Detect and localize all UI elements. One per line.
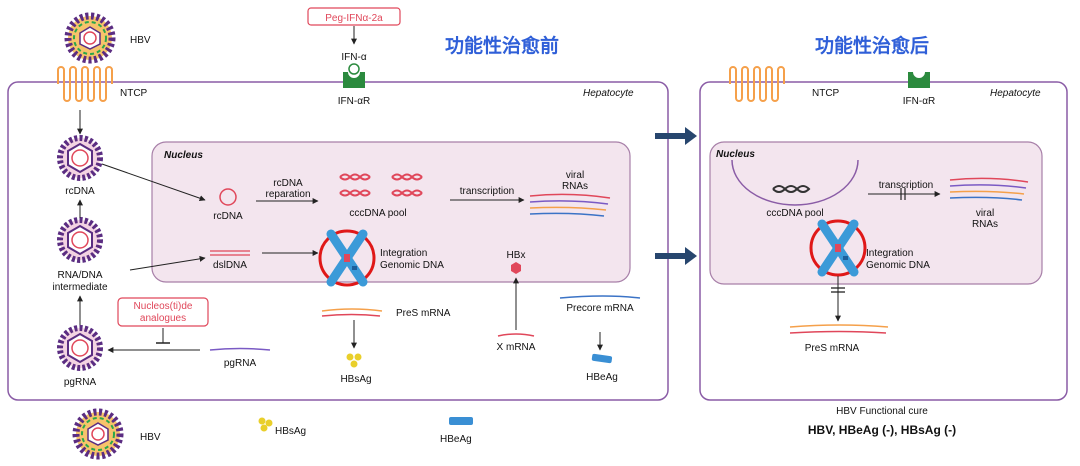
integration-left-1: Integration [380,248,427,259]
ntcp-left-icon [57,66,113,102]
x-mrna-icon [497,333,535,337]
ifn-alpha-label: IFN-α [341,52,366,63]
rcdna-nuc-label: rcDNA [213,211,243,222]
nuclear-envelope-arc [731,159,859,206]
pgrna-mid-icon [209,347,271,351]
nucleus-left-label: Nucleus [164,150,203,161]
cccdna-pool-left-label: cccDNA pool [349,208,406,219]
pgrna-mid-label: pgRNA [224,358,257,369]
x-mrna-label: X mRNA [497,342,536,353]
integration-right-1: Integration [866,248,913,259]
peg-ifn-label: Peg-IFNα-2a [325,13,383,24]
hbeag-left-label: HBeAg [586,372,618,383]
viral-rnas-left-1: viral [566,170,584,181]
rna-dna-label-1: RNA/DNA [57,270,102,281]
highlight-circle-right [809,219,867,277]
hepatocyte-right-label: Hepatocyte [990,88,1041,99]
nucleus-left [151,141,631,283]
hbx-label: HBx [507,250,526,261]
hepatocyte-right [699,81,1068,401]
hbv-virion-icon [68,16,112,60]
hbsag-bottom-label: HBsAg [275,426,306,437]
integration-right-2: Genomic DNA [866,260,930,271]
ntcp-right-label: NTCP [812,88,840,99]
transition-arrow-bottom [655,247,697,265]
hbv-bottom-label: HBV [140,432,161,443]
hbx-protein-icon [511,262,521,274]
rna-dna-virion-icon [60,220,100,260]
rcdna-rep-label-1: rcDNA [273,178,303,189]
viral-rnas-right-icon [949,177,1029,201]
pgrna-virion-icon [60,328,100,368]
viral-rnas-left-2: RNAs [562,181,588,192]
dsldna-icon [210,250,250,256]
peg-ifn-box [307,7,401,26]
hbeag-bottom-label: HBeAg [440,434,472,445]
rcdna-virion-icon [60,138,100,178]
ifn-receptor-right-label: IFN-αR [903,96,935,107]
arrow-intermediate-to-dsldna [129,255,206,271]
ntcp-left-label: NTCP [120,88,148,99]
heading-before: 功能性治愈前 [445,34,559,57]
status-label: HBV, HBeAg (-), HBsAg (-) [808,423,956,437]
cccdna-right-icon [772,185,811,193]
pgrna-cyto-label: pgRNA [64,377,97,388]
nucleus-right [709,141,1043,285]
hepatocyte-left-label: Hepatocyte [583,88,634,99]
pres-mrna-right-icon [789,324,889,328]
functional-cure-label: HBV Functional cure [836,406,928,417]
hbsag-left-icon [346,353,362,368]
hbsag-left-label: HBsAg [340,374,371,385]
ifn-ligand-icon [348,63,360,75]
pres-mrna-right-label: PreS mRNA [805,343,860,354]
pres-mrna-right-line2 [789,330,887,334]
rna-dna-label-2: intermediate [52,282,107,293]
pres-mrna-left-icon [321,308,383,312]
hbeag-left-icon [591,353,613,364]
precore-mrna-icon [559,295,641,299]
nucleus-right-label: Nucleus [716,149,755,160]
pres-mrna-left-label: PreS mRNA [396,308,451,319]
transition-arrow-top [655,127,697,145]
rcdna-rep-label-2: reparation [265,189,310,200]
arrow-rcdna-to-nucleus [101,163,206,202]
hbeag-bottom-icon [449,417,473,425]
transcription-left-label: transcription [460,186,514,197]
heading-after: 功能性治愈后 [815,34,929,57]
rcdna-circle-icon [219,188,237,206]
cccdna-pool-right-label: cccDNA pool [766,208,823,219]
integration-left-2: Genomic DNA [380,260,444,271]
rcdna-cyto-label: rcDNA [65,186,95,197]
ifn-receptor-left-icon [343,72,365,88]
highlight-circle-left [318,229,376,287]
cccdna-pool-icon [339,173,423,197]
ntcp-right-icon [729,66,785,102]
nucleos-label-1: Nucleos(ti)de [134,301,193,312]
precore-mrna-label: Precore mRNA [566,303,634,314]
viral-rnas-left-icon [529,193,611,217]
nucleos-label-2: analogues [140,313,186,324]
hepatocyte-left [7,81,669,401]
hbsag-bottom-icon [258,417,273,432]
ifn-receptor-left-label: IFN-αR [338,96,370,107]
dsldna-label: dslDNA [213,260,247,271]
viral-rnas-right-2: RNAs [972,219,998,230]
hbv-top-label: HBV [130,35,151,46]
hbv-bottom-icon [76,412,120,456]
pres-mrna-left-line2 [321,313,381,317]
nucleoside-analogues-box [117,297,209,327]
transcription-right-label: transcription [879,180,933,191]
ifn-receptor-right-icon [908,72,930,88]
viral-rnas-right-1: viral [976,208,994,219]
